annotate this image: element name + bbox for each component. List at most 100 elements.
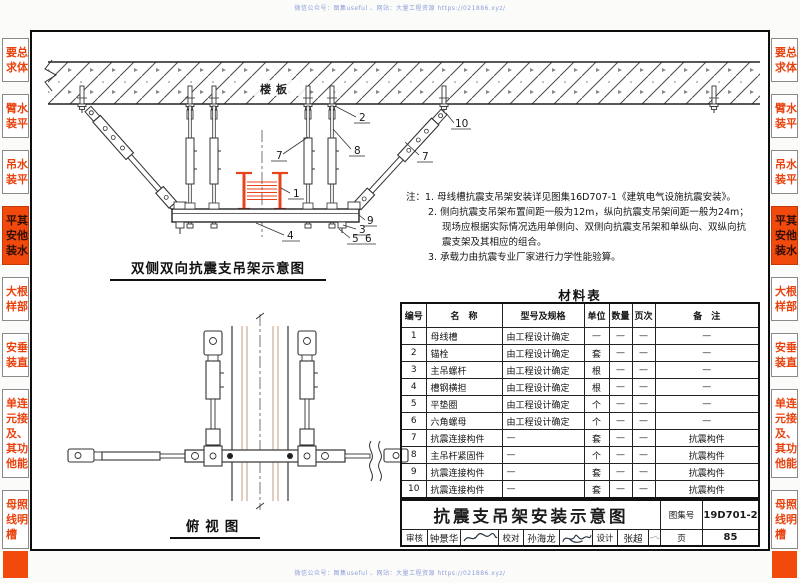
table-cell: 9 [400,463,427,481]
sidebar-tab-right-0[interactable]: 要总求体 [771,38,798,82]
tab-label-row: 要总 [6,46,28,59]
tab-label-row: 装平 [6,117,28,130]
callout-label: 6 [365,233,372,245]
tab-label-row: 及、 [6,427,28,440]
sidebar-tab-right-6[interactable]: 单连元接及、其功他能 [771,389,798,478]
sidebar-tab-right-2[interactable]: 吊水装平 [771,150,798,194]
table-cell: — [631,327,656,345]
plan-view-diagram [67,312,409,510]
tab-label-row: 单连 [775,397,797,410]
tab-label-row: 元接 [775,412,797,425]
material-table-title: 材料表 [558,288,602,303]
callout-label: 2 [359,112,366,124]
table-header-cell: 数量 [608,302,633,328]
callout-label: 8 [354,145,361,157]
reviewer-label: 审核 [402,529,427,545]
table-cell: 4 [400,378,427,396]
table-cell: 抗震连接构件 [425,480,503,499]
ceiling-slab-hatch [48,62,760,104]
tab-label-row: 他能 [775,457,797,470]
checker-signature [559,529,592,545]
sidebar-tab-right-7[interactable]: 母照线明槽 [771,490,798,549]
sidebar-tab-right-1[interactable]: 臂水装平 [771,94,798,138]
sidebar-right: 要总求体臂水装平吊水装平平其安他装水大根样部安垂装直单连元接及、其功他能母照线明… [771,38,798,561]
sidebar-tab-right-3[interactable]: 平其安他装水 [771,206,798,265]
table-cell: — [608,446,633,464]
tab-label-row: 安他 [775,229,797,242]
tab-label-row: 装直 [775,356,797,369]
watermark-bottom: 微信公众号：图集useful 、网站：大量工程资源 https://021886… [294,570,506,577]
side-view-caption: 双侧双向抗震支吊架示意图 [110,257,326,281]
drawing-title: 抗震支吊架安装示意图 [433,507,629,526]
tab-label-row: 其功 [775,442,797,455]
slab-label: 楼板 [260,82,292,96]
sidebar-tab-left-2[interactable]: 吊水装平 [2,150,29,194]
table-cell: — [608,327,633,345]
tab-label-row: 槽 [775,528,786,541]
table-cell: 六角螺母 [425,412,503,430]
page-number: 85 [702,529,758,545]
corner-strip-right [772,551,797,578]
signature-scribble [562,534,592,543]
table-header-cell: 名 称 [425,302,503,328]
table-cell: 由工程设计确定 [501,412,585,430]
table-cell: 抗震构件 [654,463,760,481]
table-cell: — [631,378,656,396]
note-line: 2. 侧向抗震支吊架布置间距一般为12m，纵向抗震支吊架间距一般为24m； [428,207,749,218]
table-header-row: 编号名 称型号及规格单位数量页次备 注 [400,302,760,328]
table-cell: — [654,395,760,413]
table-cell: 套 [583,463,610,481]
tab-label-row: 线明 [6,513,28,526]
table-cell: — [608,361,633,379]
callout-label: 5 [352,233,359,245]
tab-label-row: 装平 [775,117,797,130]
table-cell: — [631,344,656,362]
notes: 注：1. 母线槽抗震支吊架安装详见图集16D707-1《建筑电气设施抗震安装》。… [406,190,762,265]
table-cell: — [608,395,633,413]
busway-duct [236,171,288,211]
checker-name: 孙海龙 [523,529,559,545]
sidebar-tab-left-3[interactable]: 平其安他装水 [2,206,29,265]
table-cell: 5 [400,395,427,413]
tab-label-row: 装直 [6,356,28,369]
note-line: 3. 承载力由抗震专业厂家进行力学性能验算。 [428,252,621,263]
table-cell: — [654,378,760,396]
tab-label-row: 要总 [775,46,797,59]
break-symbol [44,59,57,92]
sidebar-tab-left-1[interactable]: 臂水装平 [2,94,29,138]
page-label: 页 [660,529,702,545]
table-cell: 抗震连接构件 [425,429,503,447]
plan-lateral-braces [203,330,318,446]
sidebar-tab-left-0[interactable]: 要总求体 [2,38,29,82]
signature-scribble [462,532,497,541]
table-cell: 主吊杆紧固件 [425,446,503,464]
table-cell: — [608,463,633,481]
table-header-cell: 编号 [400,302,427,328]
sidebar-tab-left-4[interactable]: 大根样部 [2,277,29,321]
sidebar-tab-right-5[interactable]: 安垂装直 [771,333,798,377]
table-cell: — [501,480,585,499]
plan-view-caption: 俯视图 [170,515,260,539]
sidebar-tab-left-5[interactable]: 安垂装直 [2,333,29,377]
table-cell: — [608,378,633,396]
table-cell: — [631,361,656,379]
tab-label-row: 臂水 [775,102,797,115]
callout-numbers: 1 2 10 7 8 7 9 3 5 6 4 [276,112,468,245]
table-cell: 6 [400,412,427,430]
sidebar-tab-left-6[interactable]: 单连元接及、其功他能 [2,389,29,478]
sidebar-tab-right-4[interactable]: 大根样部 [771,277,798,321]
reviewer-name: 钟景华 [427,529,460,545]
table-cell: — [631,446,656,464]
sidebar-tab-left-7[interactable]: 母照线明槽 [2,490,29,549]
tab-label-row: 安垂 [6,341,28,354]
table-cell: 槽钢横担 [425,378,503,396]
table-cell: 主吊螺杆 [425,361,503,379]
table-cell: 根 [583,361,610,379]
